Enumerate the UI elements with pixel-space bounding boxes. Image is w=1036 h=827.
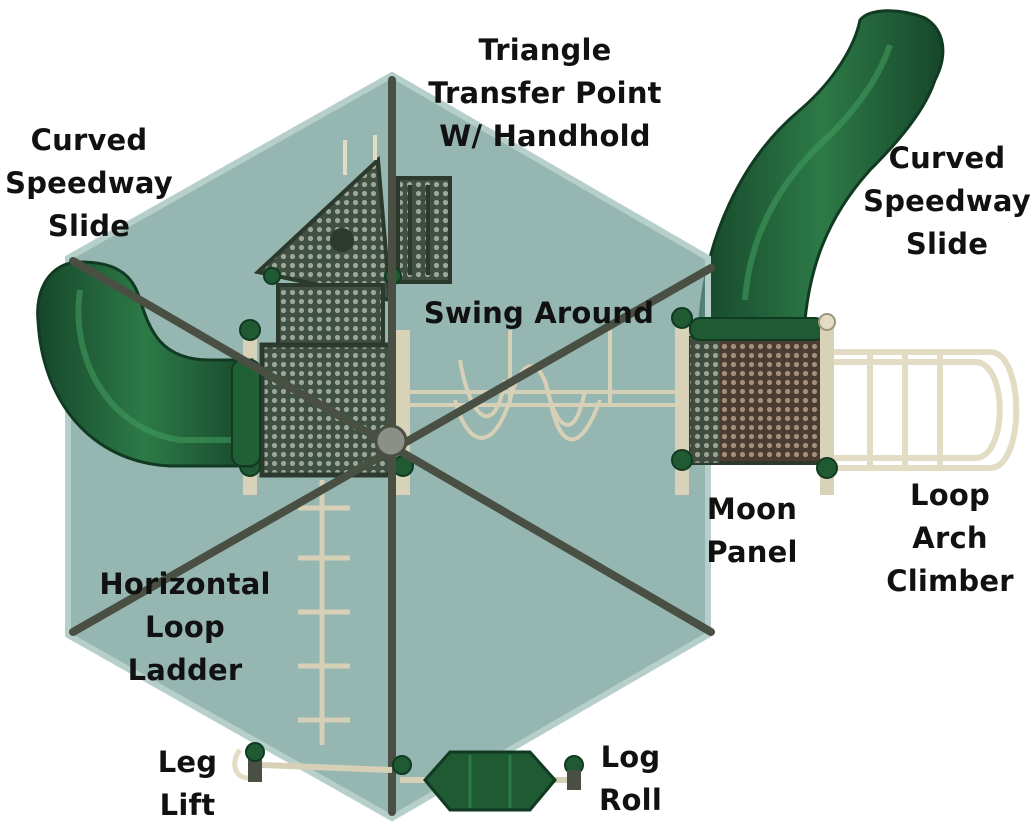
curved-speedway-slide-left xyxy=(36,260,261,468)
triangle-transfer-point xyxy=(253,135,452,303)
leg-lift xyxy=(232,742,393,782)
label-leg-lift: Leg Lift xyxy=(157,745,218,822)
label-curved-speedway-slide-right: Curved Speedway Slide xyxy=(863,141,1031,261)
swing-around xyxy=(402,330,690,442)
label-curved-speedway-slide-left: Curved Speedway Slide xyxy=(5,123,173,243)
moon-panel xyxy=(671,307,838,495)
label-log-roll: Log Roll xyxy=(599,740,662,817)
loop-arch-climber xyxy=(825,349,1020,471)
label-loop-arch-climber: Loop Arch Climber xyxy=(886,478,1014,598)
horizontal-loop-ladder xyxy=(298,480,350,745)
label-horizontal-loop-ladder: Horizontal Loop Ladder xyxy=(99,567,271,687)
curved-speedway-slide-right xyxy=(698,9,945,322)
upper-deck xyxy=(276,283,385,347)
label-moon-panel: Moon Panel xyxy=(706,492,798,569)
canopy-hub xyxy=(374,424,408,458)
label-triangle-transfer-point: Triangle Transfer Point W/ Handhold xyxy=(428,33,662,153)
label-swing-around: Swing Around xyxy=(423,296,655,330)
log-roll xyxy=(392,750,584,812)
